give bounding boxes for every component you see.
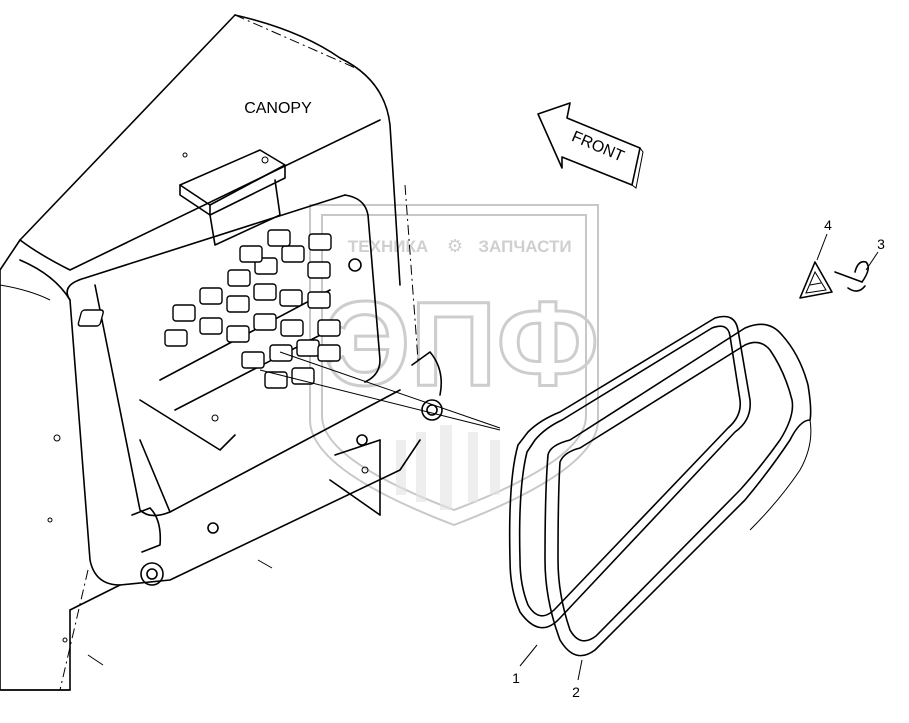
callout-number: 3 [877, 236, 885, 252]
front-arrow: FRONT [537, 102, 644, 189]
watermark-text-left: ТЕХНИКА [348, 237, 428, 256]
canopy-label: CANOPY [244, 100, 312, 117]
watermark-gear-icon: ⚙ [447, 236, 463, 256]
canopy-screen-grid [77, 229, 341, 389]
callout-2: 2 [572, 659, 583, 700]
callout-number: 2 [572, 684, 580, 700]
watermark: ТЕХНИКА ⚙ ЗАПЧАСТИ ЭПФ [309, 204, 601, 527]
bolt [207, 522, 219, 534]
window-seal-part-1 [508, 315, 752, 629]
canopy-assembly [0, 14, 501, 691]
watermark-text-right: ЗАПЧАСТИ [478, 237, 571, 256]
callout-3: 3 [865, 236, 885, 271]
watermark-logo: ЭПФ [325, 277, 599, 411]
top-bracket [179, 149, 286, 246]
callout-1: 1 [512, 644, 538, 686]
warning-decal-part-4 [799, 261, 833, 299]
hinge-lower-left [131, 507, 164, 586]
callout-4: 4 [816, 217, 832, 261]
bolt [356, 434, 368, 446]
bolt [348, 258, 362, 272]
callout-number: 1 [512, 670, 520, 686]
pin-part-3 [834, 260, 870, 292]
window-frame-part-2 [544, 323, 812, 657]
front-label: FRONT [569, 128, 627, 165]
callout-number: 4 [824, 217, 832, 233]
